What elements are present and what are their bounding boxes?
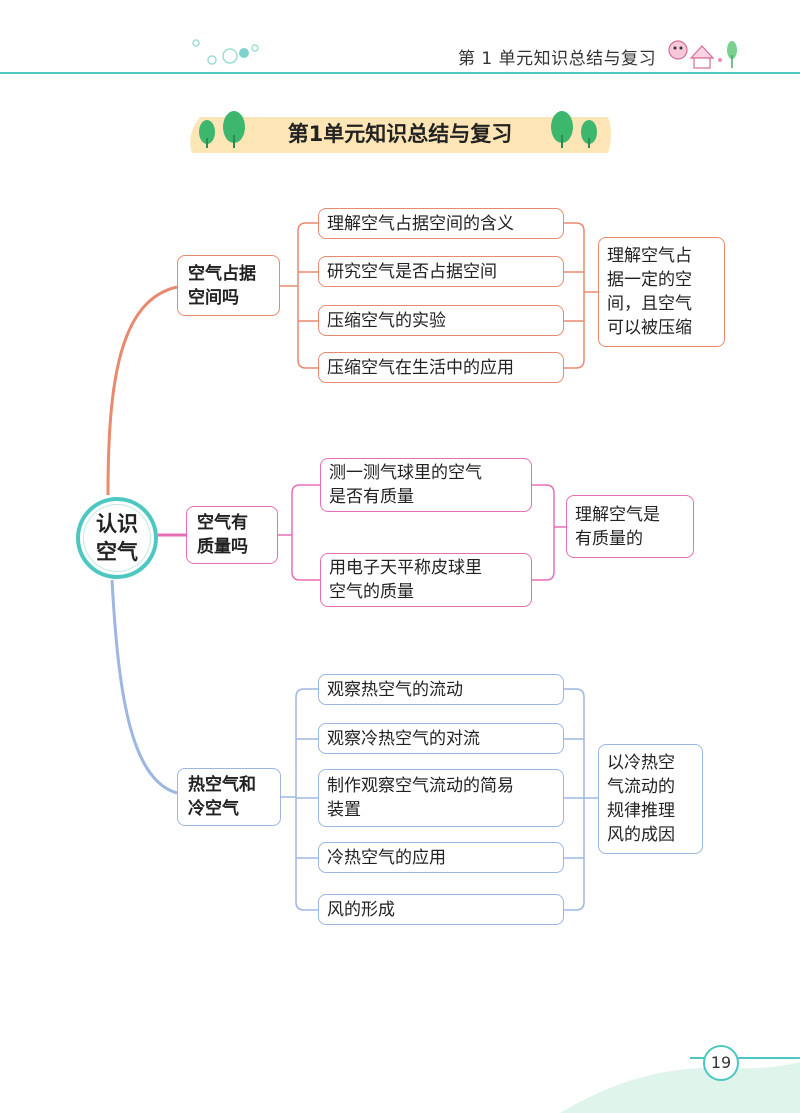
header-bubble bbox=[222, 48, 238, 64]
header-bubble bbox=[239, 48, 249, 58]
topic-item: 制作观察空气流动的简易 装置 bbox=[318, 769, 564, 827]
summary-box: 理解空气是 有质量的 bbox=[566, 495, 694, 558]
branch-label: 热空气和 冷空气 bbox=[177, 768, 281, 826]
branch-label: 空气有 质量吗 bbox=[186, 506, 278, 564]
header-title: 第 1 单元知识总结与复习 bbox=[458, 49, 657, 69]
topic-item: 用电子天平称皮球里 空气的质量 bbox=[320, 553, 532, 607]
mindmap-root: 认识 空气 bbox=[76, 497, 158, 579]
header-bubble bbox=[192, 39, 200, 47]
branch-label: 空气占据 空间吗 bbox=[177, 255, 280, 316]
topic-item: 冷热空气的应用 bbox=[318, 842, 564, 873]
page-number: 19 bbox=[703, 1045, 739, 1081]
topic-item: 理解空气占据空间的含义 bbox=[318, 208, 564, 239]
topic-item: 压缩空气的实验 bbox=[318, 305, 564, 336]
topic-item: 观察热空气的流动 bbox=[318, 674, 564, 705]
topic-item: 压缩空气在生活中的应用 bbox=[318, 352, 564, 383]
tree-icon bbox=[551, 111, 597, 148]
footer-wave bbox=[560, 1062, 800, 1113]
summary-box: 以冷热空 气流动的 规律推理 风的成因 bbox=[598, 744, 703, 854]
summary-box: 理解空气占 据一定的空 间，且空气 可以被压缩 bbox=[598, 237, 725, 347]
topic-item: 研究空气是否占据空间 bbox=[318, 256, 564, 287]
title-banner-bg bbox=[190, 117, 611, 153]
tree-icon bbox=[199, 111, 245, 148]
header-bubble bbox=[251, 44, 259, 52]
topic-item: 风的形成 bbox=[318, 894, 564, 925]
topic-item: 观察冷热空气的对流 bbox=[318, 723, 564, 754]
page-title: 第1单元知识总结与复习 bbox=[287, 122, 513, 146]
house-decoration-icon bbox=[668, 40, 737, 69]
topic-item: 测一测气球里的空气 是否有质量 bbox=[320, 458, 532, 512]
title-banner: 第1单元知识总结与复习 bbox=[188, 115, 612, 155]
header-bubble bbox=[207, 55, 217, 65]
